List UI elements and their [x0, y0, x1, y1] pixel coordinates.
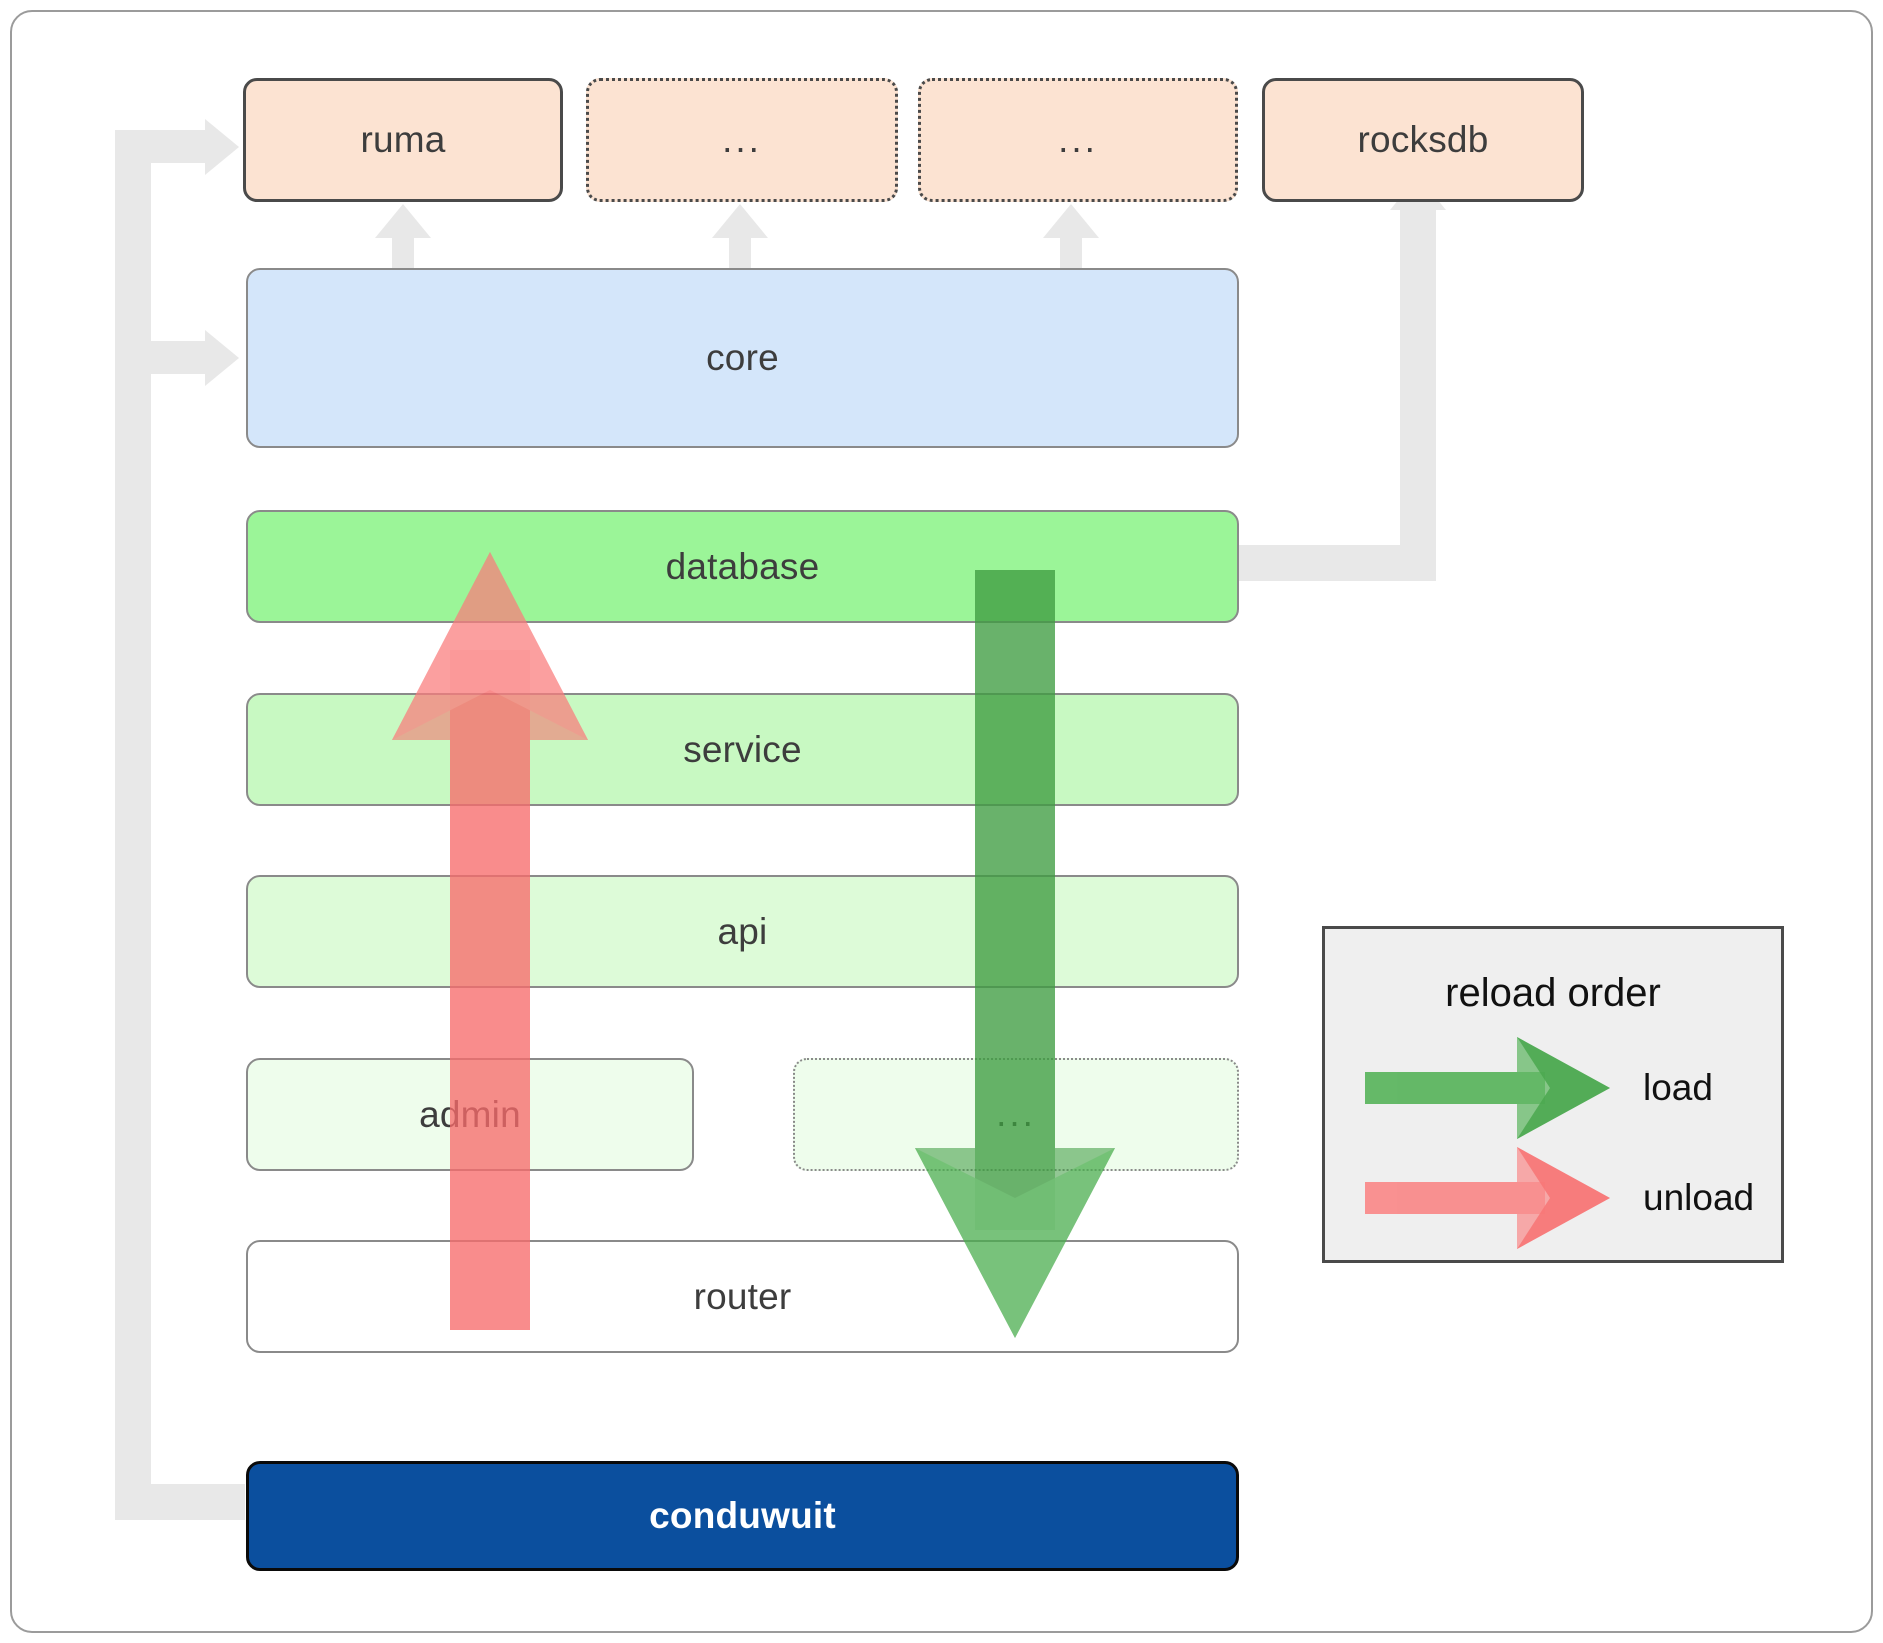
dependency-box-rocksdb[interactable]: rocksdb [1262, 78, 1584, 202]
legend-load-arrow-icon [1365, 1037, 1610, 1139]
layer-box-ellipsis[interactable]: ... [793, 1058, 1239, 1171]
dependency-label: ... [722, 118, 762, 160]
layer-box-database[interactable]: database [246, 510, 1239, 623]
connector-core-to-dots2-head [1043, 204, 1099, 238]
legend-label-load: load [1643, 1067, 1713, 1108]
layer-label: admin [419, 1093, 521, 1135]
legend-arrows [1365, 1037, 1610, 1249]
layer-box-api[interactable]: api [246, 875, 1239, 988]
connector-core-to-dots1-shaft [729, 235, 751, 277]
legend-title: reload order [1445, 971, 1661, 1015]
layer-label: database [665, 545, 820, 587]
core-label: core [706, 337, 779, 378]
connector-arrowhead-core [205, 330, 239, 386]
layer-box-router[interactable]: router [246, 1240, 1239, 1353]
connector-core-to-dots2-shaft [1060, 235, 1082, 277]
connector-arrowhead-ruma [205, 119, 239, 175]
connector-branch-to-core [115, 341, 210, 374]
legend-panel: reload order load unload [1322, 926, 1784, 1263]
dependency-box-ellipsis-1[interactable]: ... [586, 78, 898, 202]
diagram-frame [10, 10, 1873, 1633]
layer-box-admin[interactable]: admin [246, 1058, 694, 1171]
application-box-conduwuit[interactable]: conduwuit [246, 1461, 1239, 1571]
dependency-label: ... [1058, 118, 1098, 160]
connector-left-bottom-elbow [115, 1484, 245, 1520]
application-label: conduwuit [649, 1495, 836, 1536]
connector-core-to-dots1-head [712, 204, 768, 238]
layer-label: service [683, 728, 802, 770]
connector-branch-to-ruma [115, 130, 210, 163]
dependency-label: rocksdb [1357, 119, 1489, 160]
connector-core-to-ruma-shaft [392, 235, 414, 277]
connector-core-to-ruma-head [375, 204, 431, 238]
connector-database-right-stub [1230, 545, 1420, 581]
connector-rocksdb-vertical [1400, 210, 1436, 581]
dependency-label: ruma [360, 119, 446, 160]
dependency-box-ruma[interactable]: ruma [243, 78, 563, 202]
legend-label-unload: unload [1643, 1177, 1755, 1218]
dependency-box-ellipsis-2[interactable]: ... [918, 78, 1238, 202]
layer-label: router [693, 1275, 792, 1317]
connector-left-vertical-trunk [115, 130, 151, 1520]
core-box[interactable]: core [246, 268, 1239, 448]
layer-label: ... [996, 1093, 1036, 1135]
layer-box-service[interactable]: service [246, 693, 1239, 806]
legend-unload-arrow-icon [1365, 1147, 1610, 1249]
layer-label: api [717, 910, 768, 952]
